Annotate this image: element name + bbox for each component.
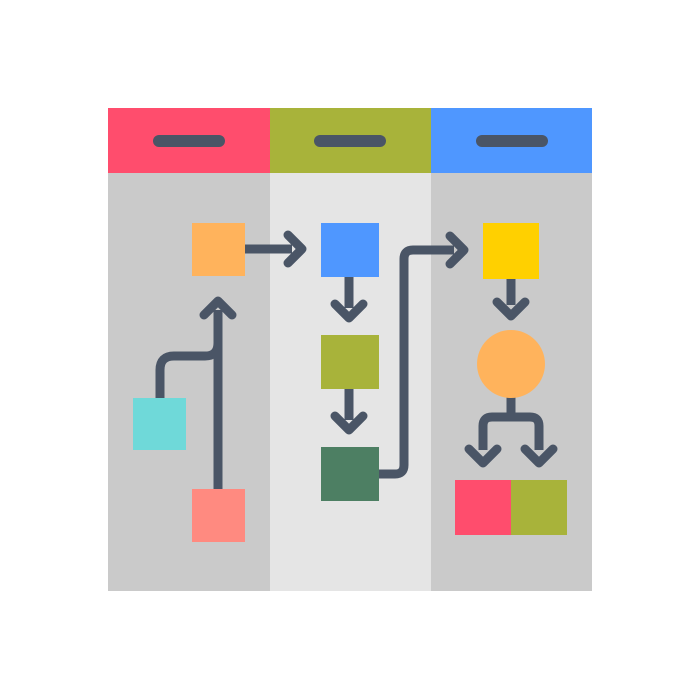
node-orange-square xyxy=(192,223,245,276)
node-orange-circle xyxy=(477,330,545,398)
node-blue-square xyxy=(321,223,379,277)
node-olive-square xyxy=(321,335,379,389)
arrow-head-icon xyxy=(492,297,530,321)
arrow-heads xyxy=(199,230,558,468)
lane-1-header-handle xyxy=(153,135,225,147)
arrow-head-icon xyxy=(464,444,502,468)
node-dark-green-square xyxy=(321,447,379,501)
node-teal-square xyxy=(133,398,186,450)
arrow-head-icon xyxy=(330,299,368,323)
connector-darkgreen-to-yellow xyxy=(379,245,454,479)
node-salmon-square xyxy=(192,489,245,542)
node-pink-output xyxy=(455,480,511,535)
arrow-head-icon xyxy=(520,444,558,468)
connectors xyxy=(155,244,544,489)
connector-branch-left xyxy=(478,412,511,450)
node-olive-output xyxy=(511,480,567,535)
node-yellow-square xyxy=(483,223,539,279)
lane-2-header-handle xyxy=(314,135,386,147)
arrow-head-icon xyxy=(445,231,469,269)
lane-1-body xyxy=(108,173,270,591)
connector-branch-right xyxy=(511,412,544,450)
arrow-head-icon xyxy=(330,411,368,435)
arrow-head-icon xyxy=(283,230,307,268)
arrow-head-icon xyxy=(199,296,237,320)
lane-3-header-handle xyxy=(476,135,548,147)
